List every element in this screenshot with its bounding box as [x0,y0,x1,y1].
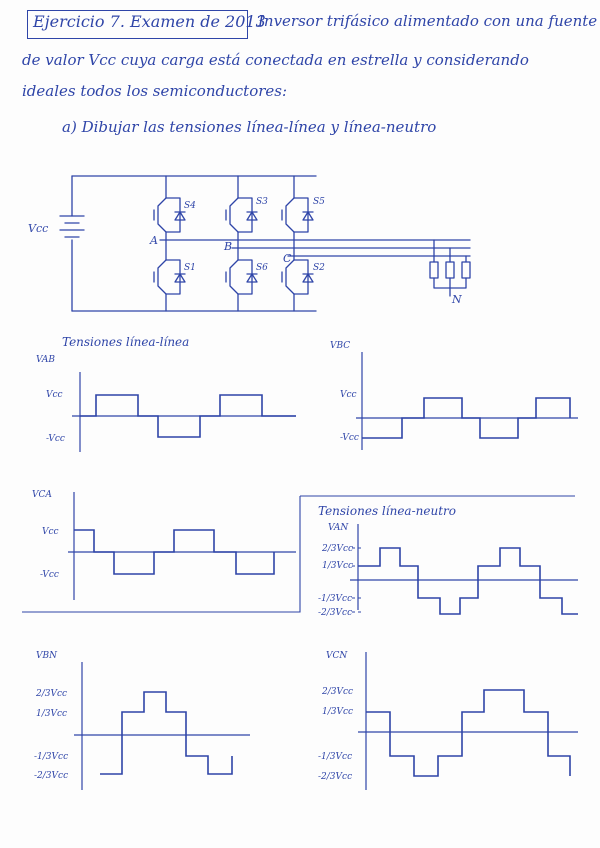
vbc-neg: -Vcc [340,433,359,443]
van-l2: 2/3Vcc [321,544,353,554]
switch-label-s4: S4 [184,201,196,211]
plot-vbc [356,352,578,450]
switch-s6-lower [225,259,258,295]
title-box [27,10,248,39]
switch-label-s1: S1 [184,263,196,273]
plot-vbn [74,662,250,790]
switch-s3-upper [225,197,258,233]
vbn-l2: 2/3Vcc [35,689,67,699]
node-n-label: N [451,293,462,306]
section-frame-left [22,496,301,613]
vca-pos: Vcc [42,527,59,537]
plot-van [350,524,578,615]
switch-s2-lower [281,259,314,295]
node-c-label: C [283,252,292,265]
vbn-l1: 1/3Vcc [36,709,67,719]
vab-name: VAB [36,355,55,365]
exercise-title: Ejercicio 7. Examen de 2013 [33,12,266,31]
vbn-ln1: -1/3Vcc [34,752,68,762]
switch-label-s6: S6 [256,263,268,273]
switch-label-s2: S2 [313,263,325,273]
vab-neg: -Vcc [46,434,65,444]
vbc-name: VBC [330,341,350,351]
node-a-label: A [149,234,158,247]
vca-name: VCA [32,490,52,500]
switch-s5-upper [281,197,314,233]
vab-pos: Vcc [46,390,63,400]
vcn-name: VCN [326,651,348,661]
switch-label-s3: S3 [256,197,268,207]
van-name: VAN [328,523,349,533]
switch-s1-lower [153,259,186,295]
switch-s4-upper [153,197,186,233]
vcn-ln2: -2/3Vcc [318,772,352,782]
intro-line-1: Inversor trifásico alimentado con una fu… [258,12,598,30]
vbc-pos: Vcc [340,390,357,400]
star-load [429,239,471,297]
vcn-ln1: -1/3Vcc [318,752,352,762]
source-label: Vcc [28,222,48,235]
vca-neg: -Vcc [40,570,59,580]
van-ln2: -2/3Vcc [318,608,352,618]
line-line-title: Tensiones línea-línea [62,335,190,349]
plot-vca [68,492,296,600]
intro-line-3: ideales todos los semiconductores: [22,82,288,100]
node-b-label: B [223,240,232,253]
switch-label-s5: S5 [313,197,325,207]
question-a: a) Dibujar las tensiones línea-línea y l… [62,118,437,136]
vcn-l1: 1/3Vcc [322,707,353,717]
vcn-l2: 2/3Vcc [321,687,353,697]
plot-vcn [358,652,578,790]
vbn-name: VBN [36,651,58,661]
plot-vab [72,372,296,452]
van-l1: 1/3Vcc [322,561,353,571]
line-neutral-title: Tensiones línea-neutro [318,504,456,518]
vbn-ln2: -2/3Vcc [34,771,68,781]
van-ln1: -1/3Vcc [318,594,352,604]
intro-line-2: de valor Vcc cuya carga está conectada e… [22,51,529,69]
